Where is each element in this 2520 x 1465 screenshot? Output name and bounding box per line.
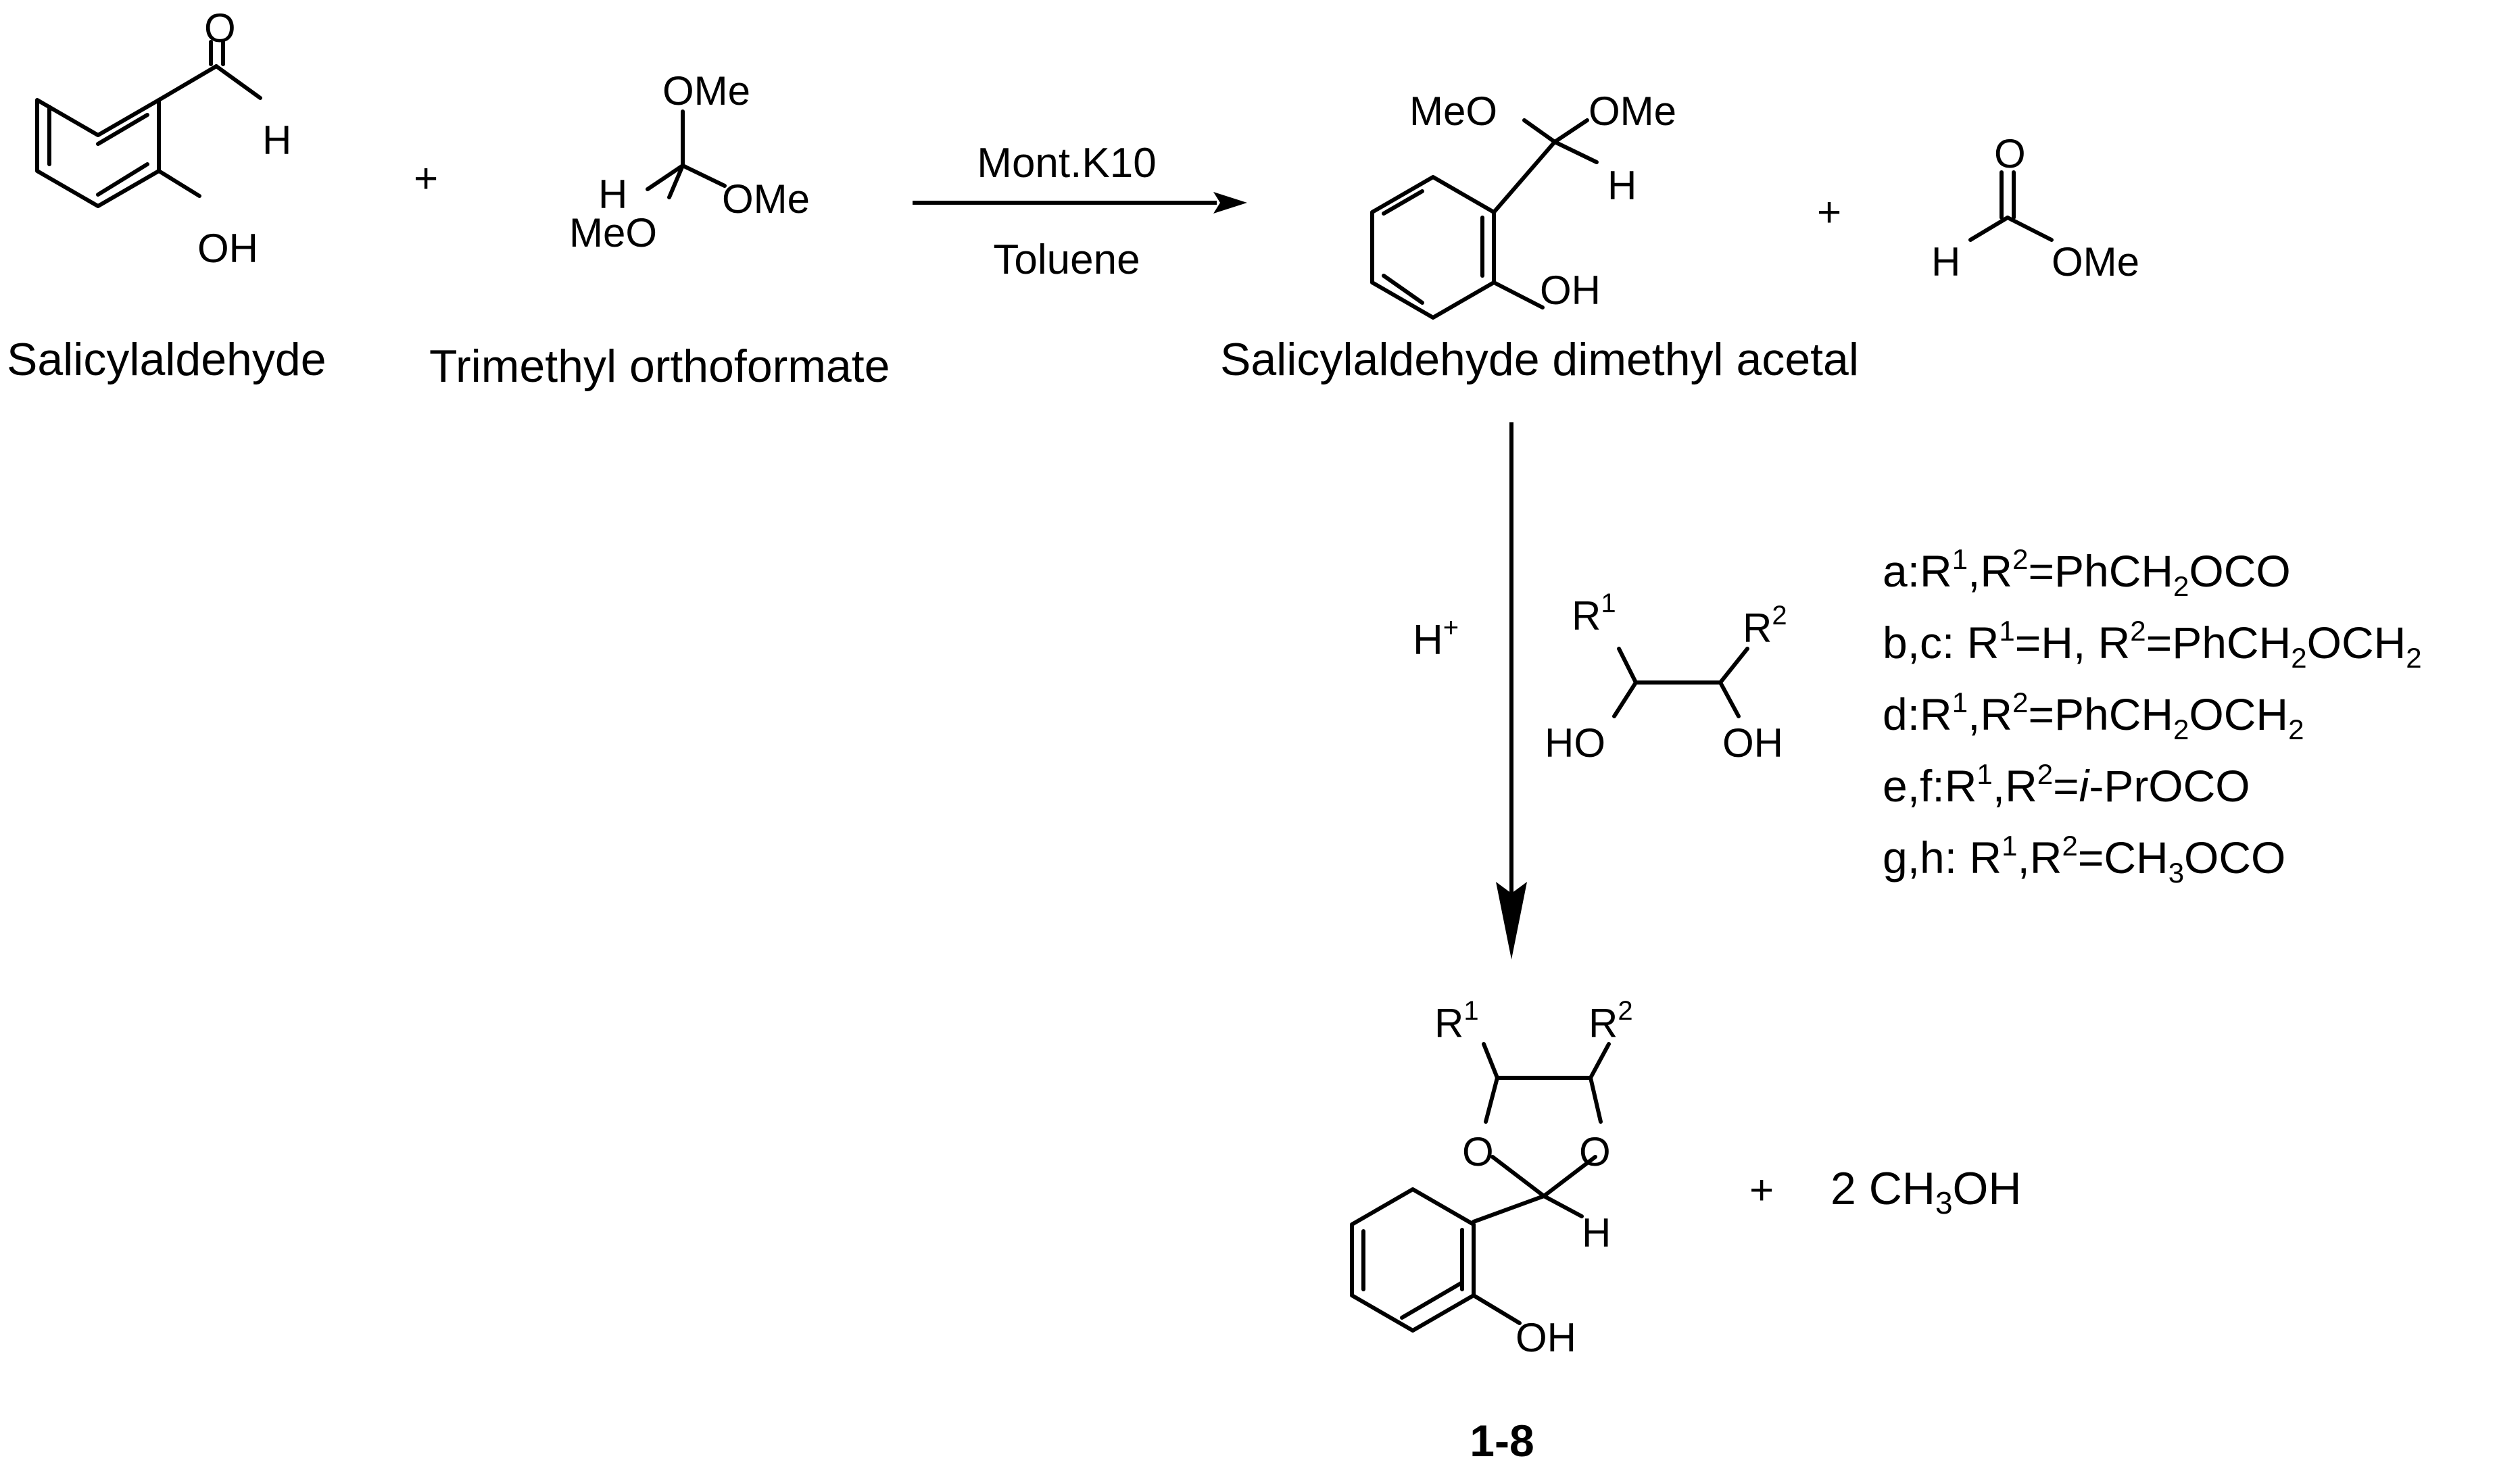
- acetal-meo: MeO: [1409, 89, 1497, 134]
- salicylaldehyde-aldehyde-h: H: [262, 118, 291, 163]
- substituent-definition: d:R1,R2=PhCH2OCH2: [1883, 687, 2304, 745]
- plus-sign-1: +: [414, 155, 438, 202]
- diol-c2-r2: [1718, 647, 1749, 685]
- substituent-list: a:R1,R2=PhCH2OCO b,c: R1=H, R2=PhCH2OCH2 d…: [1883, 543, 2422, 889]
- salicylaldehyde-ring-double-3: [96, 162, 149, 197]
- acetal-name: Salicylaldehyde dimethyl acetal: [1220, 334, 1859, 385]
- acetal-c-h: [1553, 140, 1599, 164]
- tmof-bond-down: [667, 164, 685, 199]
- product-r1: R1: [1434, 996, 1479, 1046]
- catalyst-label: Mont.K10: [977, 140, 1156, 187]
- plus-sign-2: +: [1817, 189, 1841, 236]
- acetal-h: H: [1607, 163, 1637, 208]
- product-o-right: O: [1579, 1129, 1611, 1174]
- salicylaldehyde-oh-bond: [157, 169, 201, 198]
- acetal-structure: MeO OMe H OH Salicylaldehyde dimethyl ac…: [1220, 89, 1859, 385]
- salicylaldehyde-ring: [35, 98, 161, 208]
- substituent-definition: e,f:R1,R2=i-PrOCO: [1883, 758, 2250, 811]
- diol-ho: HO: [1545, 720, 1605, 766]
- acetal-ring-double-2: [1382, 274, 1424, 305]
- salicylaldehyde-ring-double-1: [96, 113, 149, 146]
- arrow-2-head: [1496, 882, 1527, 960]
- diol-r2: R2: [1743, 601, 1787, 651]
- product-o-c2-left: [1491, 1155, 1546, 1198]
- acetal-c-ome-left: [1522, 118, 1557, 144]
- formate-h: H: [1931, 239, 1960, 284]
- tmof-ome-right: OMe: [722, 176, 810, 222]
- product-r2: R2: [1589, 996, 1633, 1046]
- formate-c-ome: [2006, 216, 2054, 242]
- product-c2-h: [1542, 1194, 1584, 1218]
- plus-sign-3: +: [1749, 1167, 1774, 1214]
- salicylaldehyde-oh: OH: [197, 226, 258, 271]
- salicylaldehyde-cho-bond: [157, 64, 218, 102]
- salicylaldehyde-ch-bond: [214, 64, 262, 100]
- product-c5-r2: [1589, 1042, 1611, 1080]
- product-o-c2-right: [1542, 1155, 1597, 1198]
- product-aryl-ring: [1350, 1187, 1476, 1333]
- tmof-ome-top: OMe: [662, 68, 750, 114]
- substituent-definition: g,h: R1,R2=CH3OCO: [1883, 830, 2285, 889]
- product-c2-aryl: [1472, 1194, 1546, 1224]
- product-oh: OH: [1516, 1315, 1576, 1360]
- formate-o: O: [1994, 131, 2026, 176]
- arrow-1-head: [1213, 192, 1247, 214]
- diol-oh: OH: [1722, 720, 1783, 766]
- salicylaldehyde-structure: O H OH Salicylaldehyde: [7, 5, 326, 385]
- dioxolane-product-structure: R1 R2 O O H OH 1-8: [1350, 996, 1633, 1465]
- product-c4-o: [1484, 1076, 1499, 1124]
- acid-catalyst: H+: [1413, 613, 1459, 664]
- acetal-ring: [1370, 175, 1496, 320]
- reaction-arrow-1: Mont.K10 Toluene: [913, 140, 1247, 283]
- product-ring-double-3: [1400, 1281, 1464, 1320]
- diol-c2-o: [1718, 680, 1741, 718]
- acetal-oh-bond: [1492, 280, 1545, 309]
- trimethyl-orthoformate-structure: OMe H OMe MeO Trimethyl orthoformate: [429, 68, 890, 392]
- tmof-h: H: [598, 172, 627, 217]
- acetal-ch-bond: [1492, 140, 1557, 214]
- acetal-c-ome-right: [1553, 118, 1589, 144]
- product-oh-bond: [1472, 1293, 1522, 1325]
- acetal-ring-double-1: [1382, 189, 1424, 216]
- diol-r1: R1: [1572, 589, 1616, 639]
- product-c5-o: [1589, 1076, 1603, 1124]
- salicylaldehyde-carbonyl-o: O: [204, 5, 236, 51]
- trimethyl-orthoformate-name: Trimethyl orthoformate: [429, 341, 890, 392]
- tmof-bond-right: [681, 164, 727, 188]
- formate-h-c: [1968, 216, 2010, 242]
- salicylaldehyde-name: Salicylaldehyde: [7, 334, 326, 385]
- acetal-ome: OMe: [1589, 89, 1676, 134]
- substituent-definition: a:R1,R2=PhCH2OCO: [1883, 543, 2291, 602]
- diol-c1-r1: [1617, 647, 1638, 685]
- tmof-meo: MeO: [569, 210, 657, 255]
- diol-c1-o: [1612, 680, 1638, 718]
- product-o-left: O: [1462, 1129, 1494, 1174]
- methyl-formate-structure: O H OMe: [1931, 131, 2139, 284]
- solvent-label: Toluene: [993, 237, 1140, 283]
- methanol-byproduct: 2 CH3OH: [1831, 1163, 2022, 1220]
- tmof-bond-left: [646, 164, 685, 191]
- product-h: H: [1582, 1210, 1611, 1256]
- substituent-definition: b,c: R1=H, R2=PhCH2OCH2: [1883, 615, 2422, 674]
- formate-ome: OMe: [2052, 239, 2139, 284]
- product-c4-r1: [1482, 1042, 1499, 1080]
- diol-structure: R1 R2 HO OH: [1545, 589, 1787, 766]
- compound-label: 1-8: [1470, 1416, 1534, 1465]
- acetal-oh: OH: [1540, 268, 1601, 313]
- reaction-arrow-2: H+: [1413, 422, 1527, 960]
